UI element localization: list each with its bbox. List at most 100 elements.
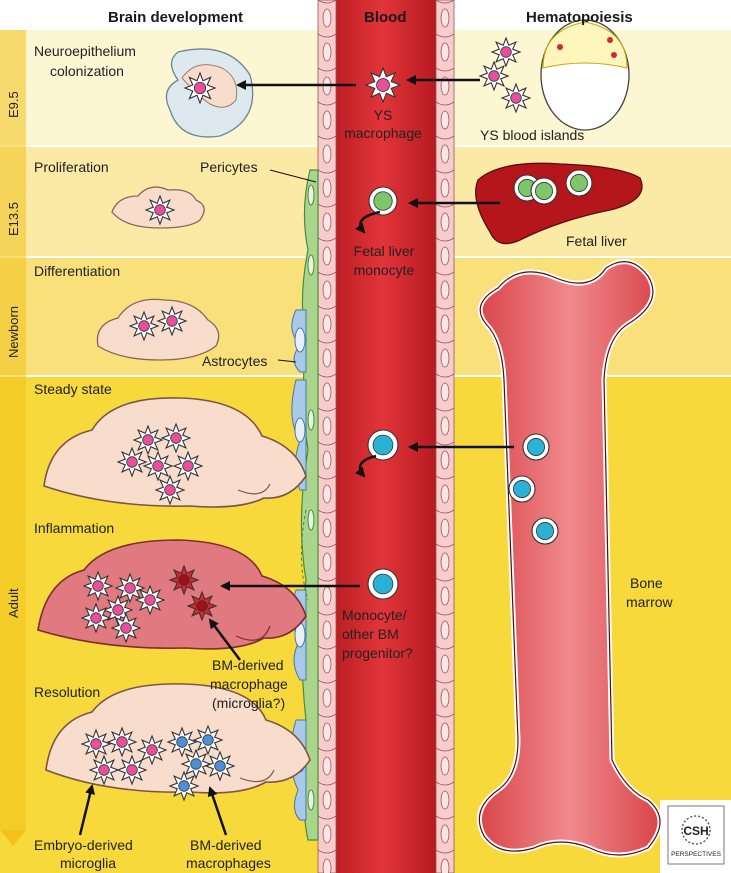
label-progenitor: progenitor? bbox=[342, 645, 413, 661]
ys-macrophage-cell bbox=[500, 82, 532, 114]
bm-monocyte-cell bbox=[531, 517, 559, 545]
microglia-cell bbox=[160, 422, 192, 454]
microglia-cell bbox=[110, 612, 142, 644]
round-cell bbox=[367, 568, 399, 600]
label-neuroepithelium: Neuroepithelium bbox=[34, 43, 136, 59]
microglia-cell bbox=[88, 754, 120, 786]
microglia-cell bbox=[500, 82, 532, 114]
bone-marrow-organ bbox=[476, 259, 663, 858]
stage-ribbon-arrow bbox=[0, 830, 26, 846]
label-bm-derived-2: BM-derived bbox=[190, 837, 262, 853]
label-embryo-derived: Embryo-derived bbox=[34, 837, 133, 853]
stage-newborn: Newborn bbox=[6, 306, 21, 358]
microglia-cell bbox=[132, 424, 164, 456]
label-macrophage: macrophage bbox=[344, 125, 422, 141]
microglia-cell bbox=[478, 60, 510, 92]
microglia-cell bbox=[80, 602, 112, 634]
label-microglia-q: (microglia?) bbox=[212, 695, 285, 711]
csh-logo: CSH PERSPECTIVES bbox=[667, 805, 725, 865]
microglia-cell bbox=[82, 570, 114, 602]
stage-adult: Adult bbox=[6, 588, 21, 618]
ys-macrophage-cell bbox=[364, 66, 402, 104]
label-differentiation: Differentiation bbox=[34, 263, 120, 279]
bm-derived-macrophage-cluster bbox=[168, 564, 218, 622]
astrocyte-pointer bbox=[277, 359, 297, 363]
microglia-cluster bbox=[80, 726, 168, 786]
microglia-cell bbox=[183, 71, 217, 105]
label-embryo-microglia: microglia bbox=[60, 855, 116, 871]
label-other-bm: other BM bbox=[342, 626, 399, 642]
label-astrocytes: Astrocytes bbox=[202, 353, 267, 369]
label-proliferation: Proliferation bbox=[34, 159, 109, 175]
label-bone: Bone bbox=[630, 575, 663, 591]
arrow-embryo-microglia-label bbox=[78, 784, 95, 836]
microglia-cell bbox=[166, 726, 198, 758]
stage-ribbon bbox=[0, 30, 26, 830]
arrow-fl-loop bbox=[354, 210, 381, 234]
label-ys: YS bbox=[374, 107, 393, 123]
bm-derived-macrophage-cluster bbox=[166, 724, 236, 802]
microglia-cell bbox=[183, 71, 217, 105]
microglia-cell bbox=[116, 446, 148, 478]
fetal-liver-monocyte-cell bbox=[565, 169, 593, 197]
microglia-cell bbox=[204, 750, 236, 782]
round-cell bbox=[530, 177, 558, 205]
round-cell bbox=[367, 429, 399, 461]
label-fetal-liver-monocyte: Fetal liver bbox=[354, 243, 415, 259]
microglia-cell bbox=[180, 748, 212, 780]
microglia-cell bbox=[156, 305, 188, 337]
microglia-cell bbox=[136, 734, 168, 766]
microglia-cell bbox=[172, 450, 204, 482]
round-cell bbox=[368, 186, 398, 216]
header-blood: Blood bbox=[364, 9, 407, 26]
label-inflammation: Inflammation bbox=[34, 520, 114, 536]
microglia-cell bbox=[168, 770, 200, 802]
label-ys-blood-islands: YS blood islands bbox=[480, 127, 584, 143]
label-resolution: Resolution bbox=[34, 684, 100, 700]
microglia-cluster bbox=[116, 422, 204, 506]
brain-newborn bbox=[96, 298, 220, 361]
label-pericytes: Pericytes bbox=[200, 159, 258, 175]
endothelium-right bbox=[435, 0, 455, 873]
header-hematopoiesis: Hematopoiesis bbox=[526, 9, 633, 26]
microglia-cell bbox=[142, 450, 174, 482]
label-steady-state: Steady state bbox=[34, 381, 112, 397]
svg-text:PERSPECTIVES: PERSPECTIVES bbox=[671, 851, 722, 858]
label-monocyte: monocyte bbox=[354, 262, 415, 278]
label-bm-derived: BM-derived bbox=[212, 657, 284, 673]
fetal-liver-monocyte-cell bbox=[530, 177, 558, 205]
label-colonization: colonization bbox=[50, 63, 124, 79]
microglia-cell bbox=[114, 572, 146, 604]
brain-steady bbox=[43, 397, 307, 508]
microglia-cell bbox=[128, 310, 160, 342]
round-cell bbox=[508, 475, 536, 503]
microglia-cell bbox=[144, 194, 176, 226]
stage-e135: E13.5 bbox=[6, 202, 21, 236]
microglia-cell bbox=[134, 584, 166, 616]
microglia-cell bbox=[106, 726, 138, 758]
label-monocyte-other: Monocyte/ bbox=[342, 607, 407, 623]
microglia-cell bbox=[156, 305, 188, 337]
microglia-cell bbox=[144, 194, 176, 226]
microglia-cell bbox=[186, 590, 218, 622]
label-fetal-liver: Fetal liver bbox=[566, 233, 627, 249]
ys-macrophage-cell bbox=[478, 60, 510, 92]
microglia-cell bbox=[116, 754, 148, 786]
microglia-cell bbox=[168, 564, 200, 596]
arrow-bm-macrophage-label bbox=[208, 618, 241, 661]
bm-monocyte-cell bbox=[367, 568, 399, 600]
label-bm-macrophages: macrophages bbox=[186, 855, 271, 871]
microglia-cell bbox=[128, 310, 160, 342]
pericyte-pointer bbox=[269, 169, 317, 183]
ys-macrophage-cell bbox=[490, 36, 522, 68]
fetal-liver-monocyte-cell bbox=[368, 186, 398, 216]
stage-e95: E9.5 bbox=[6, 91, 21, 118]
endothelium-left bbox=[317, 0, 337, 873]
round-cell bbox=[522, 433, 550, 461]
header-brain: Brain development bbox=[108, 9, 243, 26]
label-bm-macrophage: macrophage bbox=[210, 676, 288, 692]
yolk-sac-embryo bbox=[540, 19, 630, 131]
microglia-cell bbox=[490, 36, 522, 68]
bm-monocyte-cell bbox=[522, 433, 550, 461]
